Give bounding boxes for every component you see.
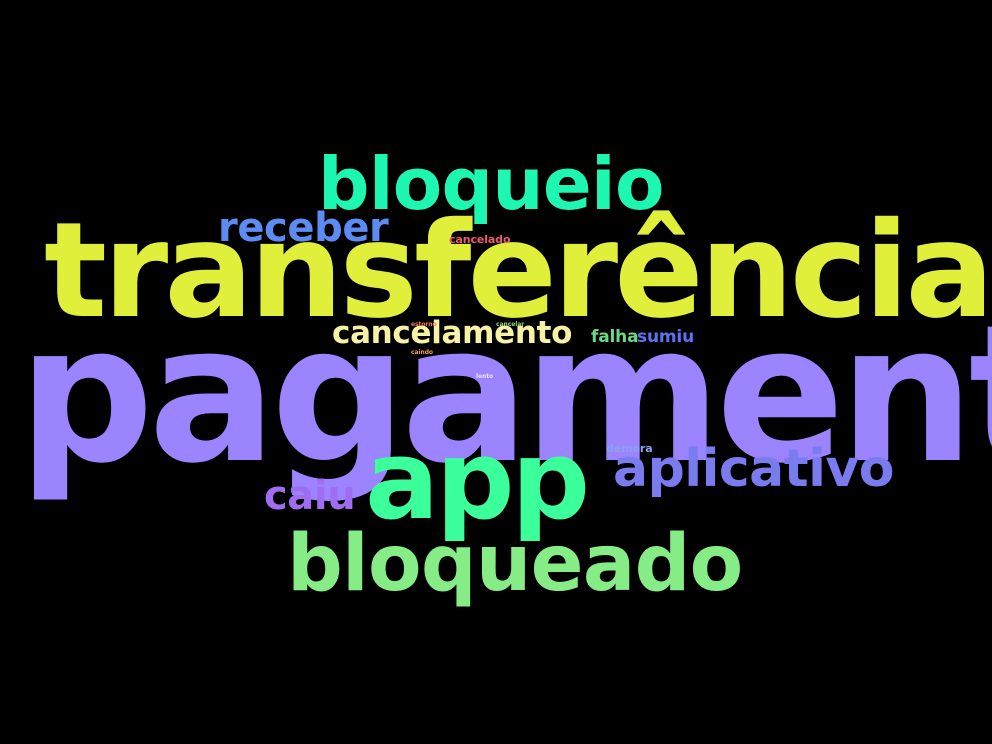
word-cancelar: cancelar — [496, 321, 525, 328]
word-transferencia: transferência — [44, 194, 992, 348]
word-caindo: caindo — [411, 349, 433, 356]
word-demora: demora — [606, 442, 653, 455]
word-app: app — [365, 416, 590, 544]
word-aplicativo: aplicativo — [613, 439, 895, 499]
word-sumiu: sumiu — [637, 327, 695, 347]
word-bloqueio: bloqueio — [318, 142, 664, 226]
word-bloqueado: bloqueado — [287, 519, 743, 609]
word-falha: falha — [591, 327, 639, 347]
word-cancelado: cancelado — [449, 233, 511, 246]
word-lento: lento — [476, 373, 494, 380]
word-cancelamento: cancelamento — [332, 315, 573, 351]
word-estorno: estorno — [411, 321, 437, 328]
word-caiu: caiu — [264, 473, 356, 519]
word-pagamento: pagamento — [18, 284, 992, 505]
word-receber: receber — [218, 205, 389, 251]
